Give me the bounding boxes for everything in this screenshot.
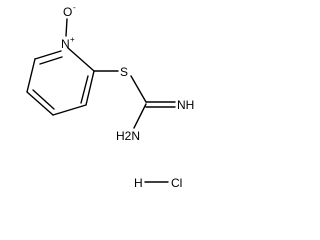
bond-c-nh2 bbox=[133, 103, 147, 129]
oxygen-atom-label: O bbox=[63, 5, 72, 19]
ring-bond-c4-c5-double bbox=[32, 89, 55, 110]
ring-bond-n-c2 bbox=[67, 47, 95, 72]
amine-nh2-label: H2N bbox=[116, 129, 140, 143]
ring-bond-c2-c3 bbox=[85, 70, 95, 106]
ring-bond-c3-c4 bbox=[52, 104, 87, 116]
hydrogen-label: H bbox=[134, 176, 143, 190]
ring-bond-c4-c5 bbox=[26, 91, 54, 116]
bond-n-o bbox=[65, 18, 68, 37]
bond-s-c bbox=[130, 75, 147, 103]
ring-bond-c6-n-double bbox=[39, 56, 63, 65]
nitrogen-charge-label: + bbox=[70, 35, 75, 44]
nitrogen-atom-label: N bbox=[61, 37, 70, 51]
oxygen-charge-label: - bbox=[73, 3, 76, 12]
pyridine-ring bbox=[26, 47, 95, 116]
ring-bond-c5-c6 bbox=[26, 58, 36, 93]
sulfur-atom-label: S bbox=[120, 65, 128, 79]
ring-bond-c6-n bbox=[34, 50, 62, 60]
chemical-structure-diagram: O - N + S NH H2N H Cl bbox=[26, 3, 194, 190]
chlorine-label: Cl bbox=[171, 176, 182, 190]
ring-bond-c2-c3-double bbox=[80, 75, 89, 104]
imine-nh-label: NH bbox=[177, 98, 194, 112]
